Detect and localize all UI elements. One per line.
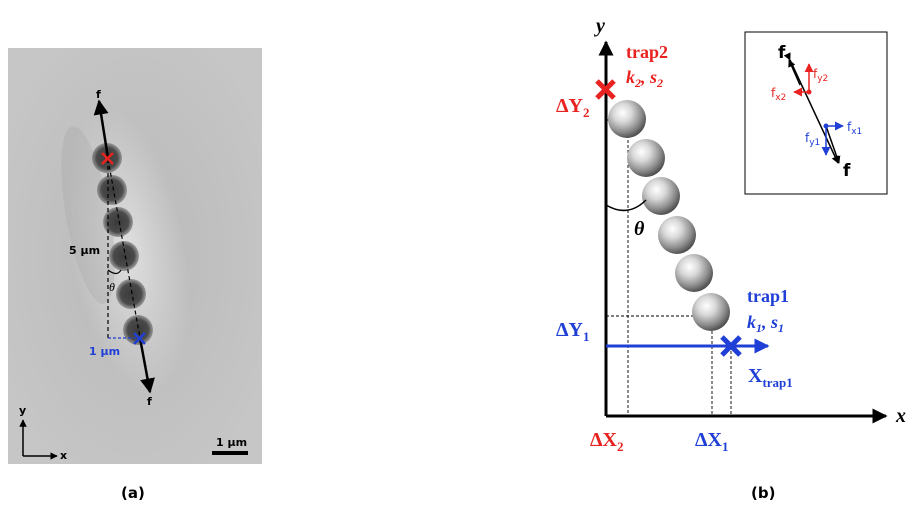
dX2-label: ΔX2 xyxy=(590,429,623,454)
bead xyxy=(109,241,139,271)
inset-rod-top xyxy=(788,59,801,86)
panel-a: f f θ 5 µm 1 µm y x 1 µm (a) xyxy=(8,48,262,502)
trap2-params: k2, s2 xyxy=(626,67,663,90)
axis-x-label: x xyxy=(60,449,67,462)
trap1-params: k1, s1 xyxy=(747,312,784,335)
sphere-chain xyxy=(608,100,730,331)
panel-a-caption: (a) xyxy=(121,484,145,502)
trap2-marker-b xyxy=(595,79,616,100)
force-arrow-top xyxy=(93,99,110,159)
force-label-bottom: f xyxy=(147,395,152,408)
axis-y-label: y xyxy=(19,404,26,417)
sphere xyxy=(692,293,730,331)
inset-fy2-label: fy2 xyxy=(813,67,828,84)
sphere xyxy=(642,177,680,215)
halo-shadow xyxy=(61,126,115,304)
force-arrow-bottom xyxy=(138,337,155,394)
angle-arc xyxy=(107,269,122,275)
angle-label: θ xyxy=(109,280,115,294)
vertical-distance-label: 5 µm xyxy=(69,244,100,257)
trap1-marker xyxy=(133,332,146,345)
inset-fy1-label: fy1 xyxy=(805,131,820,148)
scale-bar-label: 1 µm xyxy=(216,436,247,449)
trap1-label: trap1 xyxy=(747,286,789,306)
inset-f-top: f xyxy=(778,43,786,63)
bead xyxy=(103,207,133,237)
sphere xyxy=(658,216,696,254)
inset-f-bottom: f xyxy=(843,161,851,181)
scale-bar xyxy=(212,451,248,455)
inset-fx2-label: fx2 xyxy=(771,86,786,103)
trap1-marker-b xyxy=(720,335,742,357)
sphere xyxy=(675,254,713,292)
angle-label-b: θ xyxy=(634,218,645,240)
inset-fx1-label: fx1 xyxy=(847,120,862,137)
panel-b-caption: (b) xyxy=(751,484,775,502)
bead-chain xyxy=(92,143,153,345)
bead xyxy=(97,175,127,205)
axis-x-label-b: x xyxy=(895,405,906,427)
xtrap-label: Xtrap1 xyxy=(748,365,793,390)
panel-b: y x θ trap2 k2, s2 xyxy=(556,15,906,502)
inset-rod xyxy=(783,52,839,164)
dashed-chain-axis xyxy=(107,158,141,339)
sphere xyxy=(608,100,646,138)
dY1-label: ΔY1 xyxy=(556,319,589,344)
force-label-top: f xyxy=(96,88,101,101)
force-inset: f f fy2 fx2 fx1 fy1 xyxy=(744,31,888,195)
bead xyxy=(116,279,146,309)
horizontal-distance-label: 1 µm xyxy=(89,345,120,358)
sphere xyxy=(627,139,665,177)
inset-box xyxy=(744,31,888,195)
dY2-label: ΔY2 xyxy=(556,95,589,120)
trap2-label: trap2 xyxy=(626,42,668,62)
trap2-marker xyxy=(101,152,114,165)
inset-rod-bottom xyxy=(825,125,841,164)
dX1-label: ΔX1 xyxy=(695,429,728,454)
angle-arc-b xyxy=(605,199,647,212)
axis-y-label-b: y xyxy=(594,15,605,37)
